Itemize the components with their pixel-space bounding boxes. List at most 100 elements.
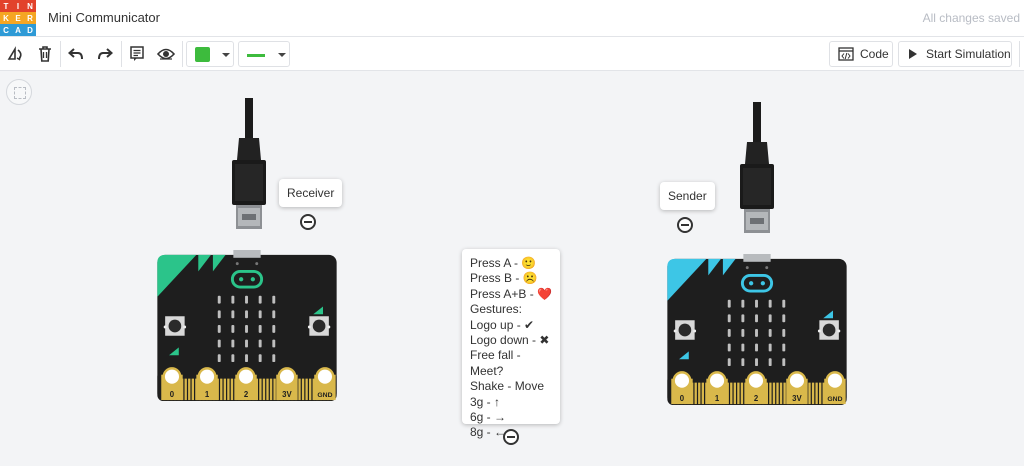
accent-tooth: [708, 258, 721, 276]
receiver-note-collapse-icon[interactable]: [300, 214, 316, 230]
edge-finger: [255, 378, 259, 401]
usb-cable-sender[interactable]: [733, 102, 783, 262]
edge-finger: [305, 378, 308, 401]
led: [231, 325, 235, 333]
sensor: [235, 262, 239, 266]
led: [258, 325, 262, 333]
usb-cable-receiver[interactable]: [225, 98, 275, 258]
edge-finger: [808, 382, 811, 405]
edge-finger: [273, 378, 276, 401]
pin-label: 3V: [792, 394, 802, 403]
undo-button[interactable]: [64, 42, 88, 66]
receiver-label[interactable]: Receiver: [279, 179, 343, 207]
logo-letter: I: [12, 0, 24, 12]
note-line: Free fall - Meet?: [470, 348, 521, 378]
instructions-note-collapse-icon[interactable]: [503, 429, 519, 445]
logo-letter: A: [12, 24, 24, 36]
led: [782, 299, 786, 308]
sender-label[interactable]: Sender: [660, 182, 715, 210]
led: [272, 295, 276, 304]
separator: [60, 41, 61, 67]
toolbar: Code Start Simulation: [0, 37, 1024, 71]
instructions-note[interactable]: Press A - 🙂Press B - ☹️Press A+B - ❤️Ges…: [462, 249, 560, 439]
sensor: [765, 266, 769, 270]
note-line: Shake - Move: [470, 379, 545, 394]
color-swatch: [195, 47, 210, 62]
note-line: 3g - ↑: [470, 394, 501, 409]
pin-label: 0: [170, 390, 175, 399]
button-b: [312, 319, 326, 333]
button-a: [168, 319, 182, 333]
pin-hole: [707, 371, 727, 391]
edge-finger: [811, 382, 815, 405]
wire-style-dropdown[interactable]: [238, 41, 290, 67]
led: [245, 354, 248, 363]
led: [727, 329, 731, 337]
led: [741, 358, 745, 367]
led: [741, 314, 745, 323]
led: [768, 314, 772, 323]
edge-finger: [733, 382, 737, 405]
delete-button[interactable]: [33, 42, 57, 66]
panel-toggle-edge[interactable]: [1019, 41, 1024, 67]
led: [755, 329, 758, 337]
save-status: All changes saved: [922, 11, 1020, 25]
led: [258, 354, 262, 363]
note-line: Logo down - ✖: [470, 333, 550, 348]
led: [217, 354, 221, 363]
led: [245, 295, 248, 304]
led: [755, 343, 758, 352]
notes-button[interactable]: [125, 42, 149, 66]
led: [245, 339, 248, 348]
led: [768, 299, 772, 308]
project-title[interactable]: Mini Communicator: [48, 10, 160, 25]
edge-finger: [740, 382, 744, 405]
button-dot: [163, 325, 167, 329]
logo-eye: [250, 277, 255, 282]
zoom-to-fit-button[interactable]: [6, 79, 32, 105]
accent-tooth: [198, 254, 211, 272]
button-label-tag: [823, 310, 833, 319]
logo-eye: [239, 277, 244, 282]
redo-button[interactable]: [93, 42, 117, 66]
led: [272, 354, 276, 363]
view-toggle-button[interactable]: [154, 42, 178, 66]
edge-finger: [769, 382, 772, 405]
edge-finger: [737, 382, 740, 405]
code-button[interactable]: Code: [829, 41, 893, 67]
rotate-button[interactable]: [4, 42, 28, 66]
led: [741, 299, 745, 308]
redo-icon: [98, 48, 113, 60]
edge-finger: [269, 378, 273, 401]
note-line: Gestures:: [470, 302, 523, 317]
button-label-tag: [679, 351, 689, 360]
edge-finger: [822, 382, 825, 405]
edge-finger: [188, 378, 191, 401]
edge-finger: [783, 382, 786, 405]
button-dot: [307, 325, 311, 329]
sender-note-collapse-icon[interactable]: [677, 217, 693, 233]
pin-hole: [277, 367, 297, 387]
start-simulation-button[interactable]: Start Simulation: [898, 41, 1012, 67]
receiver-label-text: Receiver: [287, 186, 335, 200]
led: [741, 343, 745, 352]
led: [231, 339, 235, 348]
edge-finger: [815, 382, 818, 405]
code-icon: [838, 47, 854, 61]
led: [727, 343, 731, 352]
chevron-down-icon: [222, 53, 230, 57]
led: [245, 325, 248, 333]
logo-letter: D: [24, 24, 36, 36]
separator: [182, 41, 183, 67]
pin-label: 2: [754, 394, 759, 403]
logo-face: [740, 273, 774, 293]
button-dot: [837, 329, 841, 333]
eye-icon: [157, 48, 175, 60]
color-dropdown[interactable]: [186, 41, 234, 67]
led: [231, 354, 235, 363]
led: [272, 310, 276, 319]
